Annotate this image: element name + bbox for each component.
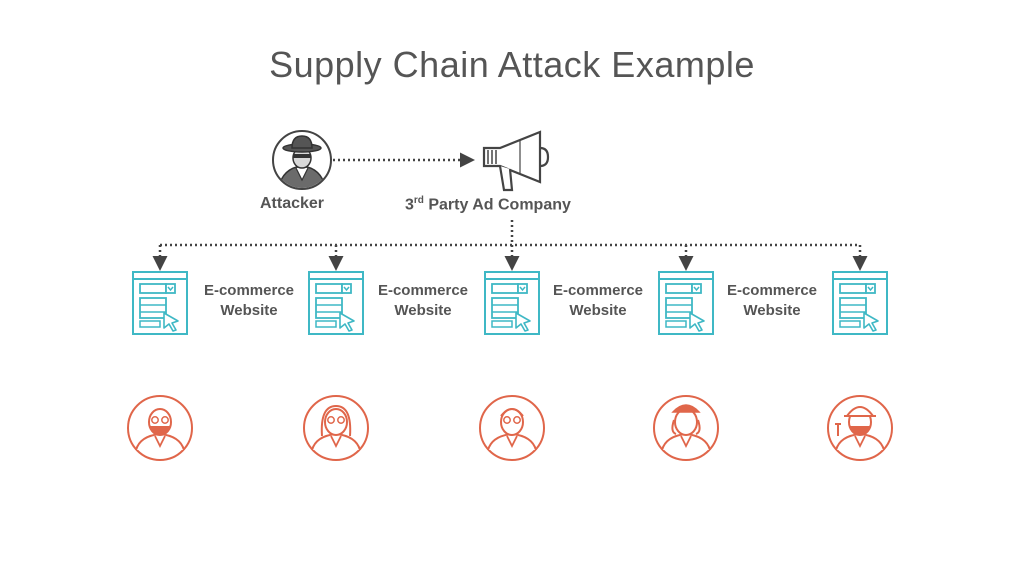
ad-company-label-sup: rd bbox=[413, 195, 424, 206]
website-label-line1: E-commerce bbox=[552, 282, 644, 299]
user-avatar bbox=[127, 395, 193, 461]
website-label-line2: Website bbox=[743, 302, 801, 319]
megaphone-icon bbox=[482, 130, 550, 192]
user-avatar bbox=[303, 395, 369, 461]
ad-company-label-prefix: 3 bbox=[405, 196, 414, 214]
website-icon bbox=[132, 271, 188, 335]
spy-icon bbox=[272, 130, 332, 190]
website-icon bbox=[484, 271, 540, 335]
user-avatar bbox=[653, 395, 719, 461]
website-label-1: E-commerce Website bbox=[189, 281, 309, 321]
website-label-line2: Website bbox=[220, 302, 278, 319]
website-icon bbox=[308, 271, 364, 335]
website-label-line1: E-commerce bbox=[726, 282, 818, 299]
website-label-2: E-commerce Website bbox=[363, 281, 483, 321]
website-icon bbox=[658, 271, 714, 335]
ad-company-label: 3rd Party Ad Company bbox=[405, 195, 571, 214]
user-avatar bbox=[479, 395, 545, 461]
website-label-line1: E-commerce bbox=[203, 282, 295, 299]
website-label-line2: Website bbox=[394, 302, 452, 319]
website-label-line1: E-commerce bbox=[377, 282, 469, 299]
website-label-3: E-commerce Website bbox=[538, 281, 658, 321]
website-label-line2: Website bbox=[569, 302, 627, 319]
user-avatar bbox=[827, 395, 893, 461]
ad-company-label-rest: Party Ad Company bbox=[423, 196, 571, 214]
page-title: Supply Chain Attack Example bbox=[269, 44, 755, 85]
attacker-label: Attacker bbox=[260, 195, 325, 212]
website-label-4: E-commerce Website bbox=[712, 281, 832, 321]
website-icon bbox=[832, 271, 888, 335]
